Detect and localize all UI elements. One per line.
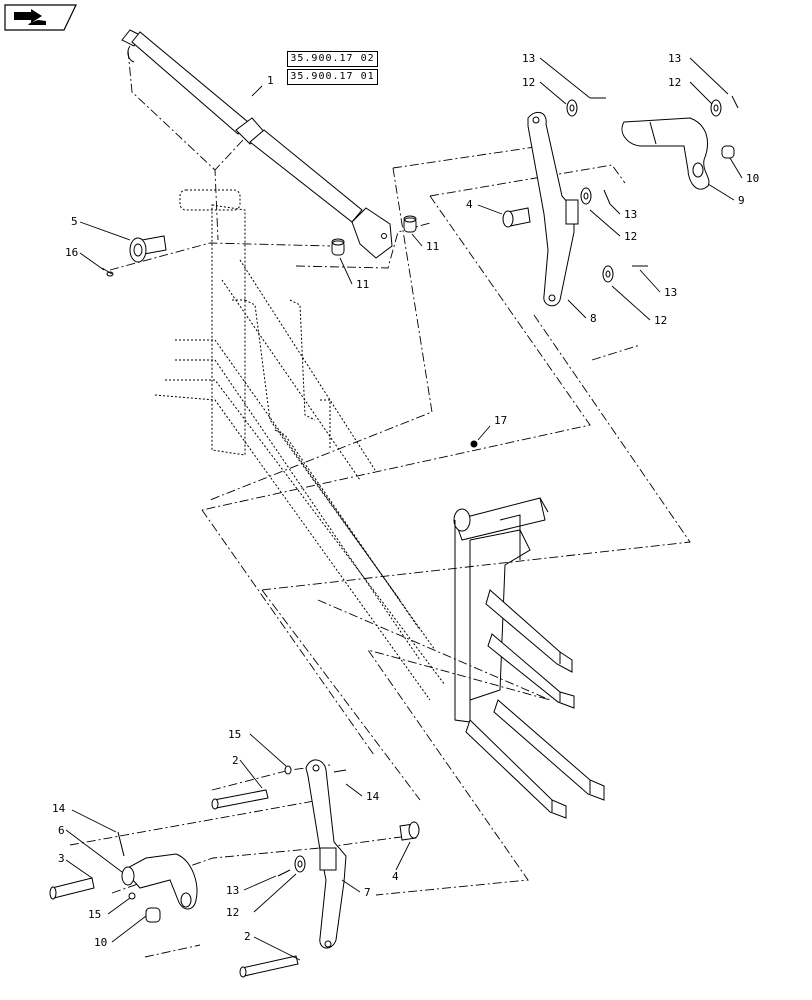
callout-9: 9 [738, 194, 745, 207]
grease-fitting-17 [470, 440, 478, 448]
crank-arm-6 [121, 853, 198, 910]
callout-15-bottom: 15 [88, 908, 101, 921]
callout-4-bottom: 4 [392, 870, 399, 883]
nut-15-bottom [128, 892, 136, 900]
callout-2-top: 2 [232, 754, 239, 767]
callout-17: 17 [494, 414, 507, 427]
pin-2-bottom [239, 955, 299, 978]
callout-12-top-right: 12 [668, 76, 681, 89]
washer-12-bottom [294, 855, 306, 873]
callout-10-top: 10 [746, 172, 759, 185]
washer-12-top-right [710, 99, 722, 117]
callout-12-top-left: 12 [522, 76, 535, 89]
boom-mount [453, 497, 549, 723]
hydraulic-cylinder [121, 29, 393, 259]
screw-16 [101, 267, 114, 277]
crank-arm-9 [621, 117, 710, 190]
washer-12-lower [602, 265, 614, 283]
washer-12-top-left [566, 99, 578, 117]
callout-3: 3 [58, 852, 65, 865]
callout-7: 7 [364, 886, 371, 899]
callout-14-left: 14 [52, 802, 66, 815]
bushing-10-bottom [145, 907, 161, 923]
pivot-pin-5 [129, 235, 167, 263]
lever-7 [305, 759, 347, 949]
callout-1: 1 [267, 74, 274, 87]
callout-numbers: 1 5 16 13 12 13 12 10 9 4 13 12 11 11 13… [52, 52, 759, 949]
callout-12-mid: 12 [624, 230, 637, 243]
callout-16: 16 [65, 246, 78, 259]
bolt-14-left [117, 831, 125, 857]
callout-11-left: 11 [356, 278, 369, 291]
pin-2-top [211, 789, 269, 810]
callout-12-lower: 12 [654, 314, 667, 327]
next-page-arrow-icon [4, 4, 77, 31]
fork-tine-bottom [465, 719, 567, 819]
boom-frame [154, 189, 446, 701]
lever-8 [527, 111, 579, 307]
leader-lines [65, 57, 743, 961]
fork-tine-middle [487, 633, 575, 709]
callout-13-lower: 13 [664, 286, 677, 299]
fork-tine-top [485, 589, 573, 673]
callout-4-top: 4 [466, 198, 473, 211]
bushing-11-right [403, 215, 417, 233]
callout-11-right: 11 [426, 240, 439, 253]
fork-tine-lower [493, 699, 605, 801]
reference-box-bottom[interactable]: 35.900.17 01 [287, 69, 378, 85]
callout-13-bottom: 13 [226, 884, 239, 897]
pin-3 [49, 877, 95, 900]
callout-12-bottom: 12 [226, 906, 239, 919]
washer-12-mid [580, 187, 592, 205]
callout-15-top: 15 [228, 728, 241, 741]
callout-13-mid: 13 [624, 208, 637, 221]
cotter-13-bottom [277, 869, 291, 877]
bushing-11-left [331, 238, 345, 256]
callout-2-bottom: 2 [244, 930, 251, 943]
callout-5: 5 [71, 215, 78, 228]
callout-8: 8 [590, 312, 597, 325]
callout-6: 6 [58, 824, 65, 837]
callout-10-bottom: 10 [94, 936, 107, 949]
callout-14-right: 14 [366, 790, 380, 803]
assembly-lines [69, 49, 691, 958]
callout-13-top-right: 13 [668, 52, 681, 65]
reference-box-top[interactable]: 35.900.17 02 [287, 51, 378, 67]
bushing-10-top [721, 145, 735, 159]
pin-4-bottom [399, 821, 420, 841]
next-page-button[interactable] [4, 4, 77, 31]
nut-15-top [284, 765, 292, 775]
callout-13-top-left: 13 [522, 52, 535, 65]
pin-4-top [502, 207, 531, 228]
cotter-13-mid [603, 189, 611, 205]
bolt-14-right [333, 769, 347, 773]
cotter-13-top-right [731, 95, 739, 109]
